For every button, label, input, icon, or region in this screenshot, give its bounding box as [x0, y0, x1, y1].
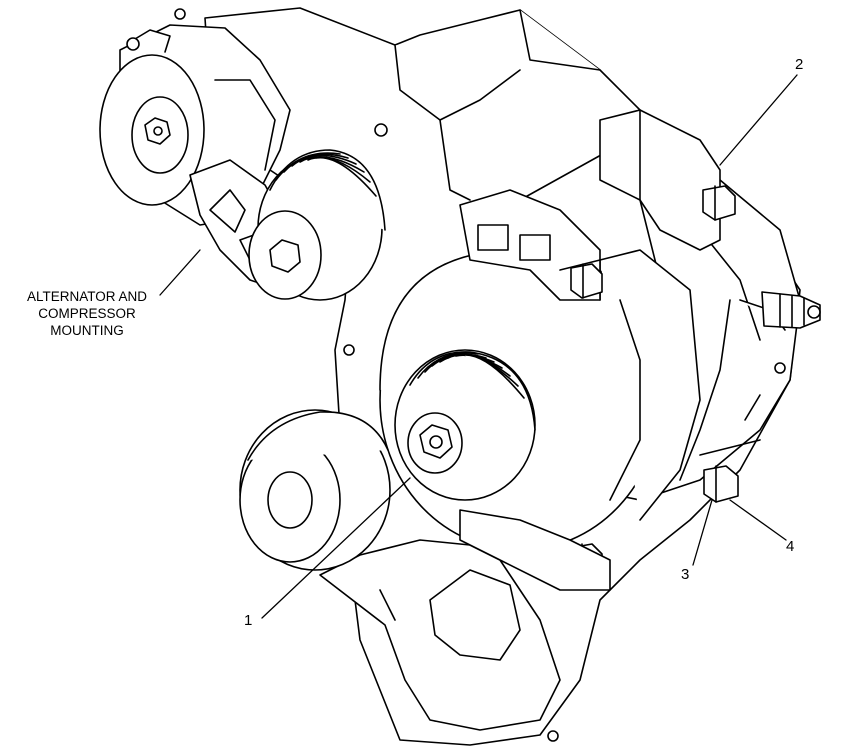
- upper-right-bracket: [599, 109, 721, 251]
- callout-label-2: 2: [795, 56, 804, 73]
- leader-line-mounting: [159, 249, 201, 296]
- callout-label-3: 3: [681, 566, 690, 583]
- alternator-pulley: [394, 349, 536, 501]
- leader-lines: [159, 74, 798, 619]
- bolt-top-right: [702, 185, 736, 221]
- mounting-label-line-1: ALTERNATOR AND: [26, 289, 148, 304]
- callout-label-1: 1: [244, 612, 253, 629]
- leader-line-1: [261, 477, 411, 619]
- bolt-lower-right: [703, 465, 739, 503]
- leader-line-4: [729, 499, 787, 541]
- tensioner-pulley: [248, 149, 386, 301]
- mounting-label-line-3: MOUNTING: [50, 323, 124, 338]
- lower-mount-foot: [459, 509, 611, 591]
- idler-pulley-lower: [239, 409, 391, 571]
- mounting-label: ALTERNATOR AND COMPRESSOR MOUNTING: [0, 288, 182, 339]
- leader-line-2: [719, 74, 798, 166]
- mounting-label-line-2: COMPRESSOR: [38, 306, 136, 321]
- callout-label-4: 4: [786, 538, 795, 555]
- bolt-center-top: [570, 263, 603, 299]
- leader-line-3: [692, 499, 713, 566]
- terminal-stud: [761, 291, 821, 374]
- bracket-lower-cutout: [319, 539, 561, 731]
